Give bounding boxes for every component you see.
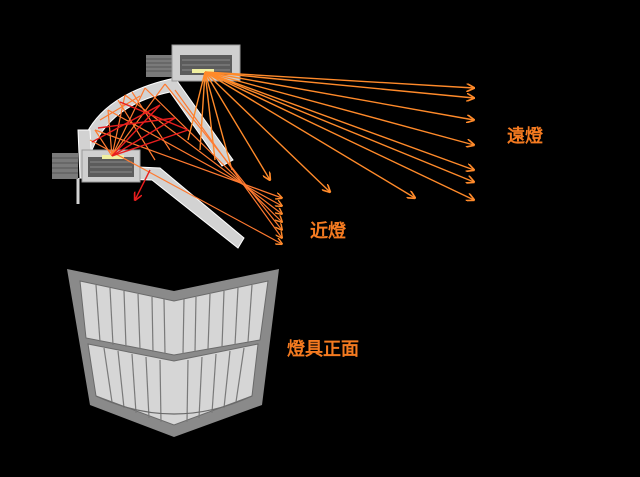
reflected-rays [91,101,189,200]
high-beam-label: 遠燈 [507,126,543,147]
low-beam-bulb-unit [52,149,141,183]
heat-sink-icon [146,55,172,77]
lamp-front-label: 燈具正面 [287,339,359,360]
high-beam-rays [187,71,474,200]
heat-sink-icon [52,153,78,179]
headlamp-front-view [67,269,279,437]
lens-bottom-edge [95,395,253,415]
lens-upper-panel [79,280,269,356]
lens-cell-dividers [95,284,253,423]
low-beam-label: 近燈 [310,221,346,242]
